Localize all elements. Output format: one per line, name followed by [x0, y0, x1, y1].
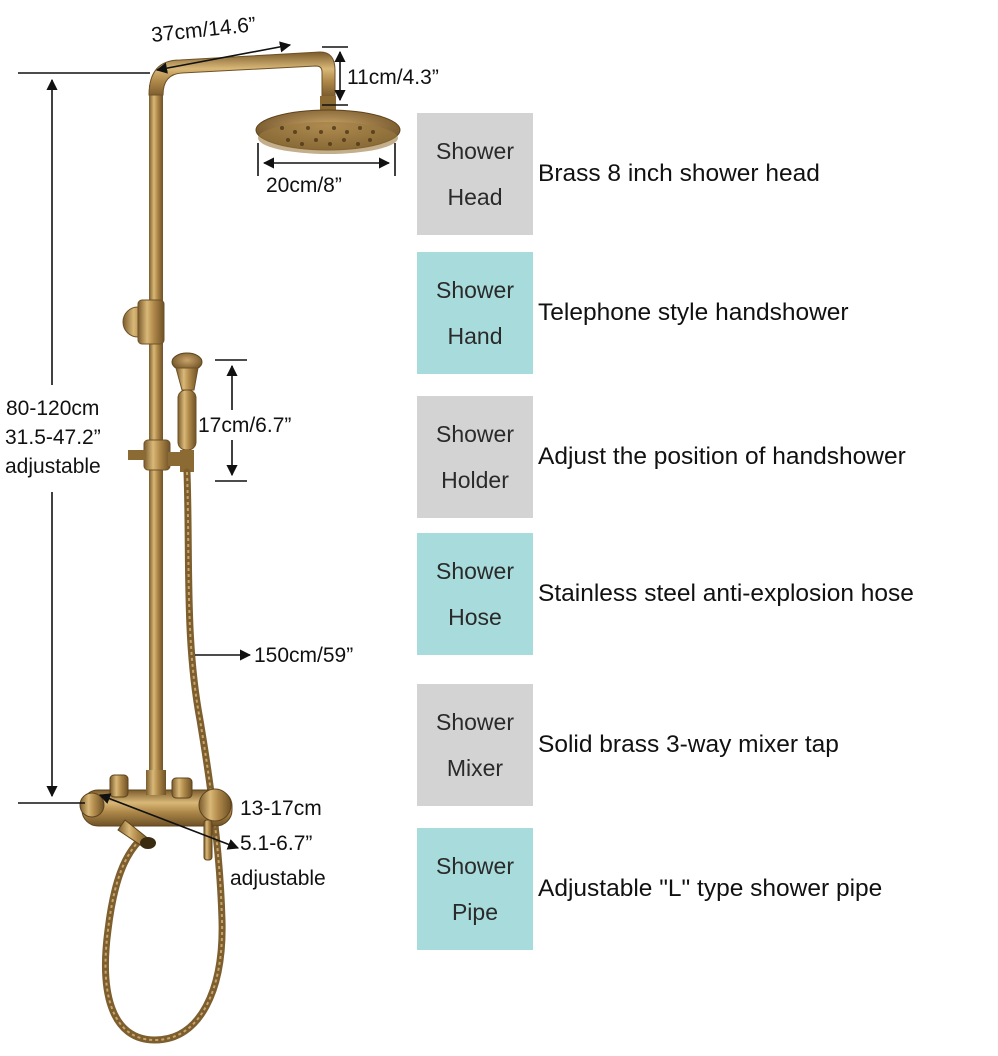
- riser-height-label-1: 80-120cm: [6, 397, 99, 420]
- hose-length-label: 150cm/59”: [254, 644, 353, 667]
- arm-length-label: 37cm/14.6”: [150, 13, 257, 47]
- shower-illustration: [79, 51, 401, 1044]
- feature-box: Shower Hose: [417, 533, 533, 655]
- shower-arm: [148, 51, 336, 101]
- feature-box: Shower Head: [417, 113, 533, 235]
- handshower-length-label: 17cm/6.7”: [198, 414, 291, 437]
- feature-box-line1: Shower: [436, 709, 514, 735]
- feature-description: Adjustable "L" type shower pipe: [538, 875, 883, 902]
- spout-spacing-label-3: adjustable: [230, 867, 326, 890]
- feature-description: Stainless steel anti-explosion hose: [538, 580, 914, 607]
- feature-row-shower-mixer: Shower Mixer Solid brass 3-way mixer tap: [417, 684, 997, 806]
- feature-box-line2: Hose: [448, 604, 502, 630]
- feature-box-line1: Shower: [436, 138, 514, 164]
- feature-row-shower-hand: Shower Hand Telephone style handshower: [417, 252, 997, 374]
- feature-row-shower-pipe: Shower Pipe Adjustable "L" type shower p…: [417, 828, 997, 950]
- feature-description: Brass 8 inch shower head: [538, 160, 820, 187]
- spout-spacing-label-2: 5.1-6.7”: [240, 832, 312, 855]
- feature-box-line1: Shower: [436, 853, 514, 879]
- feature-description: Telephone style handshower: [538, 299, 849, 326]
- riser-height-label-3: adjustable: [5, 455, 101, 478]
- feature-box-line2: Pipe: [451, 899, 499, 925]
- arm-drop-label: 11cm/4.3”: [347, 66, 439, 89]
- feature-row-shower-holder: Shower Holder Adjust the position of han…: [417, 396, 997, 518]
- dimension-lines: [18, 41, 396, 850]
- feature-box-line2: Hand: [447, 323, 503, 349]
- riser-height-label-2: 31.5-47.2”: [5, 426, 101, 449]
- feature-description: Solid brass 3-way mixer tap: [538, 731, 839, 758]
- feature-box-line2: Holder: [441, 467, 509, 493]
- feature-box-line2: Mixer: [446, 755, 504, 781]
- riser-pipe: [149, 85, 163, 790]
- feature-box: Shower Mixer: [417, 684, 533, 806]
- feature-description: Adjust the position of handshower: [538, 443, 906, 470]
- feature-box-line1: Shower: [436, 421, 514, 447]
- feature-box-line1: Shower: [436, 277, 514, 303]
- feature-box-line2: Head: [447, 184, 503, 210]
- head-diameter-label: 20cm/8”: [266, 174, 342, 197]
- feature-box-line1: Shower: [436, 558, 514, 584]
- slide-holder: [143, 439, 171, 471]
- shower-hose: [102, 468, 226, 1044]
- spout-spacing-label-1: 13-17cm: [240, 797, 322, 820]
- feature-box: Shower Holder: [417, 396, 533, 518]
- feature-box: Shower Hand: [417, 252, 533, 374]
- feature-row-shower-head: Shower Head Brass 8 inch shower head: [417, 113, 997, 235]
- feature-row-shower-hose: Shower Hose Stainless steel anti-explosi…: [417, 533, 997, 655]
- feature-box: Shower Pipe: [417, 828, 533, 950]
- handshower: [171, 352, 203, 472]
